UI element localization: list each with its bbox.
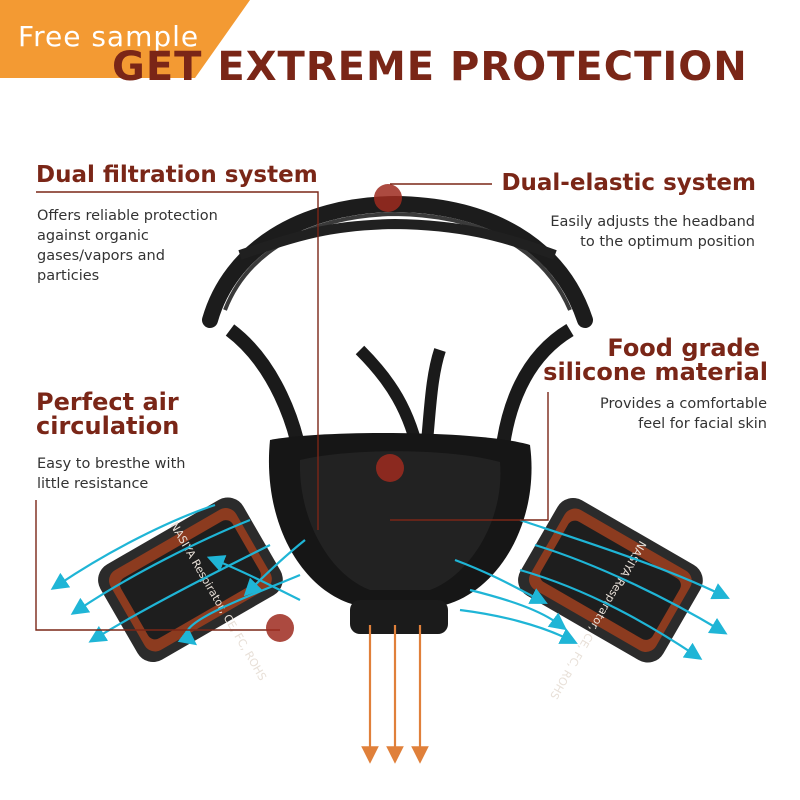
airflow-arrows	[50, 503, 730, 660]
callout-dot-silicone	[376, 454, 404, 482]
callout-dot-headband	[374, 184, 402, 212]
feature-title-dual-elastic: Dual-elastic system	[501, 170, 756, 196]
desc-line: gases/vapors and	[37, 248, 165, 264]
desc-line: Easily adjusts the headband	[550, 214, 755, 230]
exhaust-arrows	[361, 625, 429, 764]
feature-title-food-grade-line2: silicone material	[543, 358, 768, 386]
feature-title-dual-filtration: Dual filtration system	[36, 162, 318, 188]
desc-line: Provides a comfortable	[599, 396, 767, 412]
desc-line: particies	[37, 268, 100, 284]
desc-line: feel for facial skin	[638, 416, 767, 432]
desc-line: little resistance	[37, 476, 149, 492]
filter-cartridge-right	[518, 497, 703, 663]
desc-line: Offers reliable protection	[37, 208, 218, 224]
feature-title-food-grade-line1: Food grade	[607, 334, 760, 362]
exhale-valve	[350, 600, 448, 634]
feature-title-air-circulation-line1: Perfect air	[36, 388, 179, 416]
page-title: GET EXTREME PROTECTION	[112, 44, 748, 90]
callout-lines	[35, 183, 549, 631]
callout-dot-filter	[266, 614, 294, 642]
desc-line: Easy to bresthe with	[37, 456, 186, 472]
feature-title-air-circulation-line2: circulation	[36, 412, 180, 440]
feature-desc-air-circulation: Easy to bresthe with little resistance	[37, 454, 185, 494]
free-sample-label: Free sample	[18, 20, 200, 53]
desc-line: against organic	[37, 228, 149, 244]
filter-cartridge-left	[98, 497, 283, 663]
feature-desc-food-grade: Provides a comfortable feel for facial s…	[600, 394, 767, 434]
feature-desc-dual-elastic: Easily adjusts the headband to the optim…	[550, 212, 755, 252]
feature-desc-dual-filtration: Offers reliable protection against organ…	[37, 206, 218, 286]
desc-line: to the optimum position	[580, 234, 755, 250]
